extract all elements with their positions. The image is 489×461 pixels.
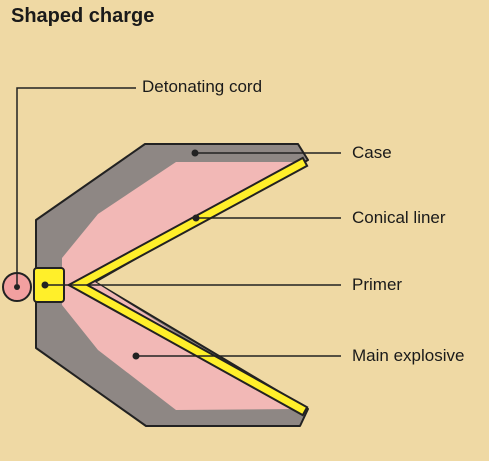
- diagram-title: Shaped charge: [11, 5, 155, 27]
- leader-main-explosive-dot: [132, 352, 140, 360]
- detonating-cord-dot: [14, 284, 20, 290]
- leader-detonating-cord: [16, 87, 136, 284]
- leader-conical-liner-dot: [192, 214, 200, 222]
- label-conical-liner: Conical liner: [352, 208, 446, 227]
- label-primer: Primer: [352, 275, 403, 294]
- label-main-explosive: Main explosive: [352, 346, 465, 365]
- label-detonating-cord: Detonating cord: [142, 77, 263, 96]
- leader-case-dot: [191, 149, 199, 157]
- label-case: Case: [352, 143, 392, 162]
- leader-primer-dot: [41, 281, 49, 289]
- main-explosive: [62, 162, 296, 410]
